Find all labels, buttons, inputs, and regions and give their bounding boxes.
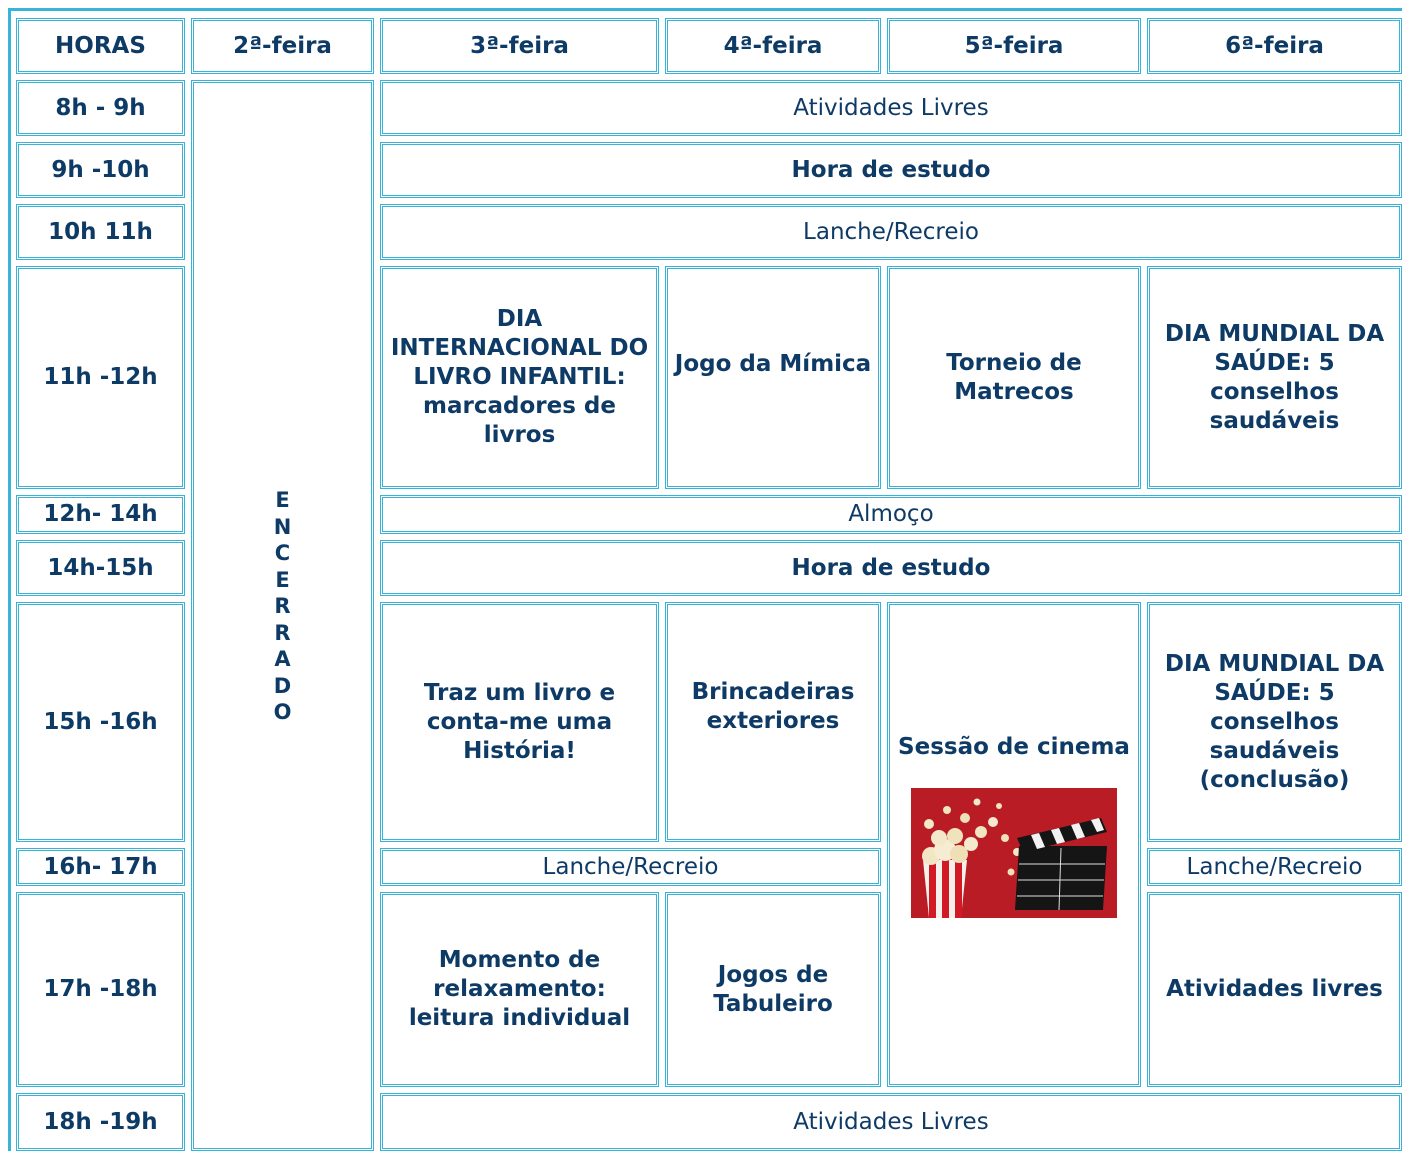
hour-cell: 14h-15h <box>16 540 185 596</box>
cinema-label: Sessão de cinema <box>898 734 1130 760</box>
closed-letter: E <box>275 488 290 512</box>
closed-letter: N <box>273 514 292 539</box>
activity-board-games: Jogos de Tabuleiro <box>665 892 881 1087</box>
hour-cell: 11h -12h <box>16 266 185 489</box>
popcorn-clapperboard-photo <box>911 788 1117 918</box>
header-tuesday: 3ª-feira <box>380 18 659 74</box>
closed-letter: A <box>274 647 291 671</box>
header-wednesday: 4ª-feira <box>665 18 881 74</box>
activity-cinema-session: Sessão de cinema <box>887 602 1141 1087</box>
activity-book-day: DIA INTERNACIONAL DO LIVRO INFANTIL: mar… <box>380 266 659 489</box>
closed-letter: O <box>273 700 292 724</box>
activity-free-friday: Atividades livres <box>1147 892 1402 1087</box>
activity-foosball: Torneio de Matrecos <box>887 266 1141 489</box>
header-friday: 6ª-feira <box>1147 18 1402 74</box>
span-study-hour-afternoon: Hora de estudo <box>380 540 1402 596</box>
activity-bring-book: Traz um livro e conta-me uma História! <box>380 602 659 842</box>
closed-letter: R <box>274 594 291 618</box>
hour-cell: 15h -16h <box>16 602 185 842</box>
hour-cell: 16h- 17h <box>16 848 185 886</box>
activity-outdoor-games: Brincadeiras exteriores <box>665 602 881 842</box>
monday-closed-cell: E N C E R R A D O <box>191 80 374 1151</box>
hour-cell: 18h -19h <box>16 1093 185 1151</box>
closed-letter: E <box>275 567 290 592</box>
hour-cell: 10h 11h <box>16 204 185 260</box>
activity-mime-game: Jogo da Mímica <box>665 266 881 489</box>
hour-cell: 12h- 14h <box>16 495 185 534</box>
closed-letter: C <box>274 541 291 565</box>
header-hours: HORAS <box>16 18 185 74</box>
span-study-hour: Hora de estudo <box>380 142 1402 198</box>
activity-health-day-conclusion: DIA MUNDIAL DA SAÚDE: 5 conselhos saudáv… <box>1147 602 1402 842</box>
activity-health-day: DIA MUNDIAL DA SAÚDE: 5 conselhos saudáv… <box>1147 266 1402 489</box>
span-free-activities-evening: Atividades Livres <box>380 1093 1402 1151</box>
span-snack-break-afternoon: Lanche/Recreio <box>380 848 881 886</box>
span-snack-break: Lanche/Recreio <box>380 204 1402 260</box>
hour-cell: 8h - 9h <box>16 80 185 136</box>
activity-relaxation-reading: Momento de relaxamento: leitura individu… <box>380 892 659 1087</box>
hour-cell: 17h -18h <box>16 892 185 1087</box>
span-free-activities: Atividades Livres <box>380 80 1402 136</box>
hour-cell: 9h -10h <box>16 142 185 198</box>
header-thursday: 5ª-feira <box>887 18 1141 74</box>
closed-letter: R <box>274 620 291 645</box>
header-monday: 2ª-feira <box>191 18 374 74</box>
span-snack-break-friday: Lanche/Recreio <box>1147 848 1402 886</box>
span-lunch: Almoço <box>380 495 1402 534</box>
closed-letter: D <box>273 673 292 698</box>
timetable-frame <box>8 8 1402 1151</box>
